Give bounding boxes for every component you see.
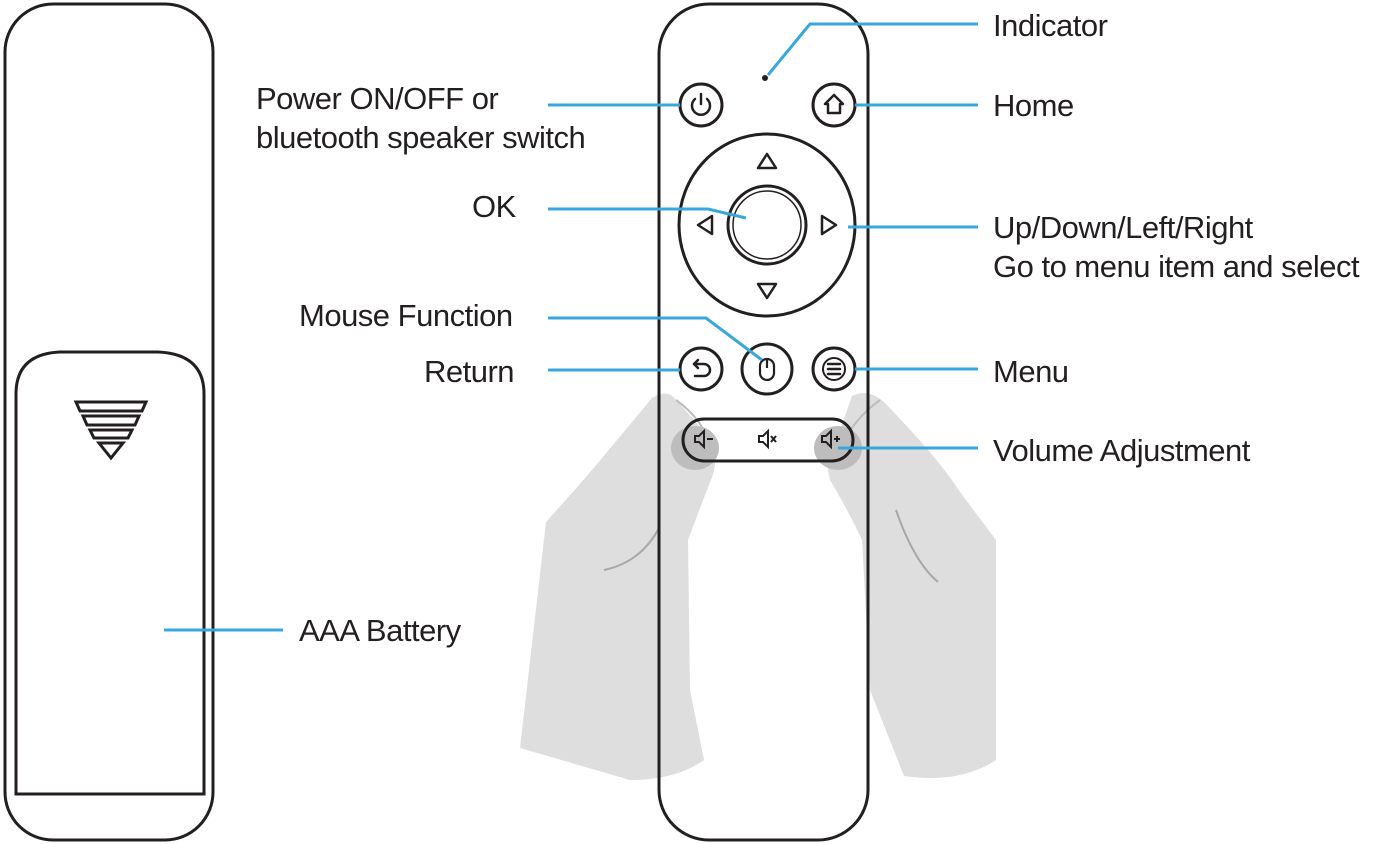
remote-front	[657, 2, 870, 842]
return-button[interactable]	[678, 346, 724, 392]
indicator-light	[762, 75, 768, 81]
power-label-line2: bluetooth speaker switch	[256, 120, 586, 155]
mouse-button[interactable]	[740, 342, 794, 396]
ok-label: OK	[472, 189, 516, 224]
volume-bar-body	[681, 417, 855, 463]
dpad-label-line2: Go to menu item and select	[993, 249, 1360, 284]
battery-cover	[14, 350, 206, 796]
volume-bar	[671, 417, 862, 470]
down-arrow-icon[interactable]	[756, 282, 778, 300]
right-arrow-icon[interactable]	[820, 214, 838, 236]
home-label: Home	[993, 88, 1074, 123]
battery-label: AAA Battery	[299, 613, 461, 648]
battery-cover-arrow-icon	[73, 400, 149, 461]
leader-lines	[164, 22, 978, 632]
leader-indicator	[766, 22, 978, 76]
indicator-label: Indicator	[993, 8, 1108, 43]
power-button[interactable]	[678, 82, 724, 128]
left-finger-crease	[603, 525, 661, 571]
ok-button[interactable]	[726, 184, 808, 266]
left-hand	[520, 393, 715, 780]
dpad-label-line1: Up/Down/Left/Right	[993, 210, 1253, 245]
mute-icon	[758, 428, 777, 450]
return-label: Return	[424, 354, 515, 389]
mute-button[interactable]	[758, 428, 777, 450]
leader-mouse	[548, 316, 763, 362]
power-label-line1: Power ON/OFF or	[256, 81, 499, 116]
remote-back-body	[3, 2, 215, 842]
leader-ok	[548, 207, 747, 220]
remote-back	[3, 2, 215, 842]
menu-button[interactable]	[811, 346, 857, 392]
volume-up-icon	[821, 428, 840, 450]
return-icon	[692, 358, 712, 378]
remote-front-body	[657, 2, 870, 842]
home-button[interactable]	[811, 82, 857, 128]
menu-icon	[822, 357, 846, 381]
mouse-label: Mouse Function	[299, 298, 513, 333]
volume-label: Volume Adjustment	[993, 433, 1250, 468]
mouse-icon	[758, 357, 776, 382]
left-thumb-tip	[671, 426, 719, 470]
volume-up-button[interactable]	[821, 428, 840, 450]
right-hand	[827, 393, 996, 778]
left-arrow-icon[interactable]	[696, 214, 714, 236]
hands-illustration	[520, 393, 996, 780]
right-finger-crease	[895, 509, 939, 583]
menu-label: Menu	[993, 354, 1069, 389]
up-arrow-icon[interactable]	[756, 152, 778, 170]
volume-down-button[interactable]	[694, 428, 713, 450]
power-icon	[690, 92, 712, 116]
volume-down-icon	[694, 428, 713, 450]
home-icon	[823, 93, 845, 115]
